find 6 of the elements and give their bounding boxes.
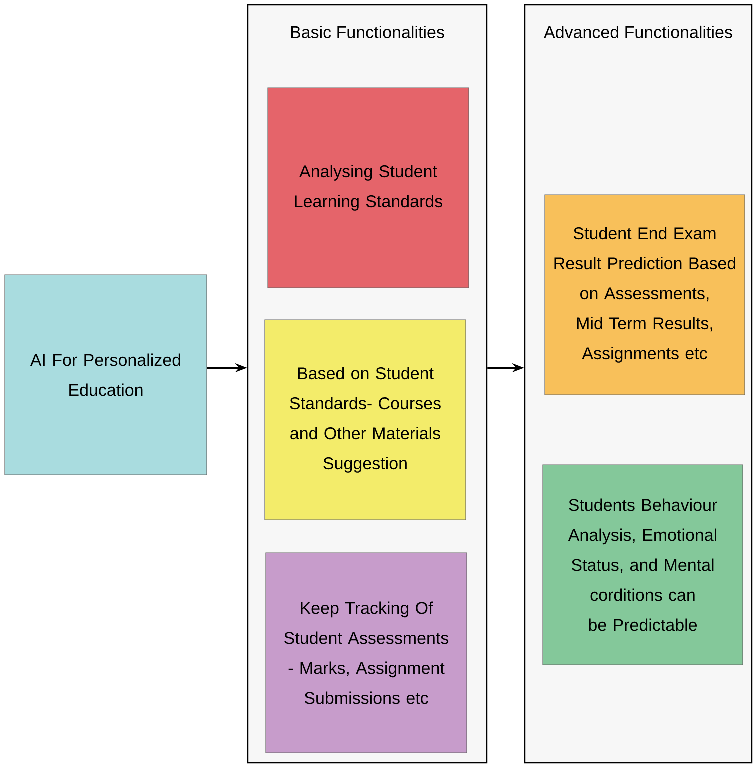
process-box: Analysing Student Learning Standards (268, 88, 470, 288)
process-box: Based on Student Standards- Courses and Other Materials Suggestion (264, 320, 466, 520)
process-box: Keep Tracking Of Student Assessments - Marks, Assignment Submissions etc (266, 552, 468, 754)
process-box: Students Behaviour Analysis, Emotional Status, and Mental corditions can be Predictable (542, 464, 744, 666)
process-box: AI For Personalized Education (4, 274, 208, 476)
process-box: Student End Exam Result Prediction Based on Assessments, Mid Term Results, Assignments etc (544, 194, 746, 396)
